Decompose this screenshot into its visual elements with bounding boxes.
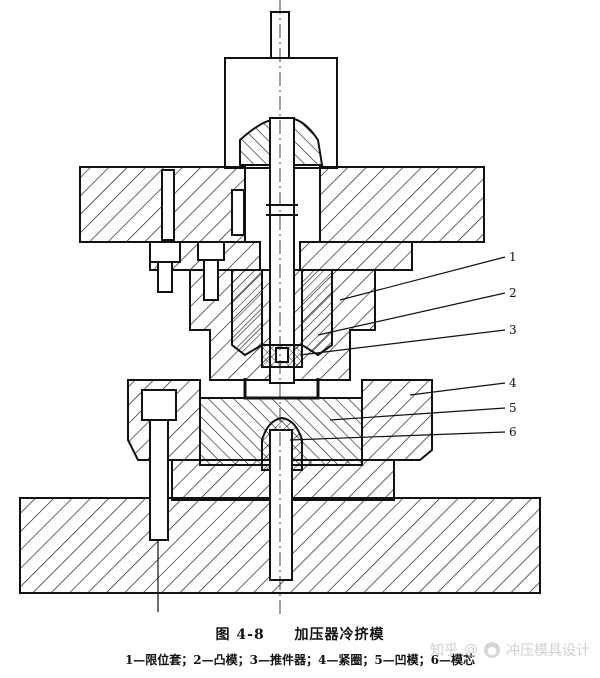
upper-plate-right xyxy=(319,166,485,243)
leader-line-4 xyxy=(409,382,506,396)
lower-bolt-shank xyxy=(149,419,169,541)
watermark: 知乎 @ ● 冲压模具设计 xyxy=(430,640,590,660)
figure-legend: 1—限位套；2—凸模；3—推件器；4—紧圈；5—凹模；6—模芯 xyxy=(124,653,476,667)
punch-body-right xyxy=(301,269,333,357)
watermark-author: 冲压模具设计 xyxy=(506,643,590,659)
callout-3: 3 xyxy=(509,323,517,337)
figure-number: 图 4-8 xyxy=(215,627,265,643)
callout-6: 6 xyxy=(509,425,517,439)
center-bolt xyxy=(269,429,293,581)
ejector-rod xyxy=(269,117,295,384)
callout-4: 4 xyxy=(509,376,517,390)
clamp-ring-right xyxy=(361,379,433,461)
leader-line-3 xyxy=(299,329,506,356)
dowel-pin xyxy=(231,189,245,236)
watermark-at: @ xyxy=(464,642,478,658)
callout-5: 5 xyxy=(509,401,517,415)
punch-body xyxy=(231,269,263,357)
cap-screw xyxy=(197,241,225,261)
callout-2: 2 xyxy=(509,286,517,300)
leader-line-5 xyxy=(329,407,506,421)
leader-line-6 xyxy=(289,431,506,441)
extrusion-die-drawing: 1 2 3 4 5 6 xyxy=(19,0,541,618)
callout-1: 1 xyxy=(509,250,517,264)
watermark-platform: 知乎 xyxy=(430,643,458,659)
lower-bolt-head xyxy=(141,389,177,421)
figure-title: 加压器冷挤模 xyxy=(294,627,385,643)
leader-line-1 xyxy=(339,256,506,301)
punch-fixing-plate-right xyxy=(299,241,413,271)
upper-bolt-left xyxy=(161,169,175,241)
figure-caption: 图 4-8 加压器冷挤模 xyxy=(0,624,600,644)
watermark-avatar-icon: ● xyxy=(484,642,500,658)
leader-line-2 xyxy=(317,292,506,336)
